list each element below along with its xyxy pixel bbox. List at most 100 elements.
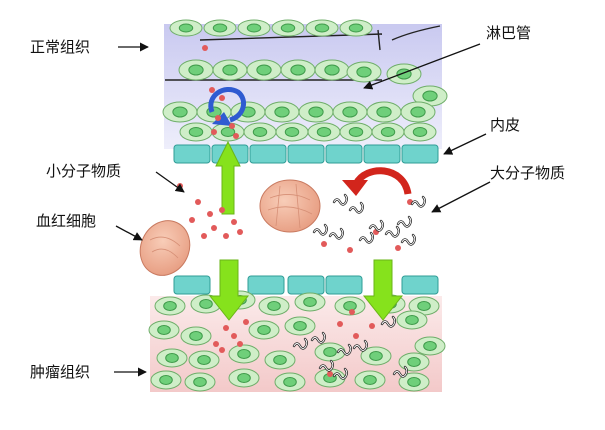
tumor-cell bbox=[294, 292, 326, 312]
tumor-cell bbox=[156, 348, 188, 368]
small-molecule-dot bbox=[215, 115, 221, 121]
tumor-cell bbox=[396, 310, 428, 330]
small-molecule-dot bbox=[321, 241, 327, 247]
normal-cell bbox=[339, 122, 373, 142]
endothelial-cell bbox=[401, 275, 439, 295]
normal-cell bbox=[203, 19, 237, 37]
tumor-cell bbox=[354, 370, 386, 390]
endothelium-label: 内皮 bbox=[490, 116, 520, 134]
green-down-arrow-small-icon bbox=[208, 259, 250, 321]
endothelial-cell bbox=[287, 144, 325, 164]
green-up-arrow-icon bbox=[215, 140, 241, 215]
small-molecule-label: 小分子物质 bbox=[46, 162, 121, 180]
normal-cell bbox=[246, 59, 282, 81]
small-molecule-dot bbox=[189, 217, 195, 223]
large-molecule-highlight bbox=[313, 224, 328, 235]
normal-tissue-cells bbox=[162, 19, 448, 142]
small-molecule-dot bbox=[223, 233, 229, 239]
normal-cell bbox=[332, 101, 368, 123]
small-molecule-dot bbox=[327, 371, 333, 377]
endothelial-cell bbox=[325, 144, 363, 164]
tumor-cell bbox=[274, 372, 306, 392]
small-molecule-dot bbox=[395, 245, 401, 251]
large-molecule-highlight bbox=[397, 216, 412, 227]
tumor-cell bbox=[184, 372, 216, 392]
tumor-cell bbox=[284, 316, 316, 336]
normal-cell bbox=[412, 85, 448, 107]
small-molecule-dot bbox=[219, 95, 225, 101]
red-blood-cell-label: 血红细胞 bbox=[36, 212, 96, 230]
small-molecule-dot bbox=[223, 325, 229, 331]
tumor-cell bbox=[188, 350, 220, 370]
tumor-cell bbox=[360, 346, 392, 366]
small-molecule-dot bbox=[231, 219, 237, 225]
small-molecule-dot bbox=[201, 233, 207, 239]
large-molecule-highlight bbox=[337, 344, 352, 355]
endothelium-layer-bottom bbox=[173, 275, 439, 295]
large-molecule-highlight bbox=[329, 228, 344, 239]
tumor-cell bbox=[414, 336, 446, 356]
tumor-cell bbox=[398, 372, 430, 392]
endothelium-layer-top bbox=[173, 144, 439, 164]
small-molecule-dot bbox=[233, 133, 239, 139]
endothelial-cell bbox=[287, 275, 325, 295]
normal-tissue-label: 正常组织 bbox=[30, 38, 90, 56]
large-molecule-highlight bbox=[293, 338, 308, 349]
large-molecule-highlight bbox=[393, 366, 408, 377]
normal-cell bbox=[298, 101, 334, 123]
large-molecule-highlight bbox=[359, 232, 374, 243]
tumor-cell bbox=[180, 326, 212, 346]
small-molecule-dot bbox=[243, 319, 249, 325]
small-molecule-dot bbox=[219, 347, 225, 353]
tumor-cell bbox=[408, 296, 440, 316]
large-molecule-highlight bbox=[353, 340, 368, 351]
large-molecule-highlight bbox=[333, 368, 348, 379]
green-down-arrow-large-icon bbox=[362, 259, 404, 321]
small-molecule-dot bbox=[219, 207, 225, 213]
tumor-cell bbox=[148, 320, 180, 340]
tumor-cell bbox=[154, 296, 186, 316]
normal-cell bbox=[386, 63, 422, 85]
red-blood-cell-left bbox=[139, 220, 191, 276]
large-molecule-highlight bbox=[349, 202, 364, 213]
endothelial-cell bbox=[363, 144, 401, 164]
red-curved-arrow-icon bbox=[342, 167, 412, 196]
tumor-cell bbox=[314, 342, 346, 362]
normal-cell bbox=[271, 19, 305, 37]
tumor-cell bbox=[248, 320, 280, 340]
endothelial-cell bbox=[173, 144, 211, 164]
normal-cell bbox=[179, 122, 213, 142]
small-molecule-dot bbox=[211, 129, 217, 135]
normal-cell bbox=[275, 122, 309, 142]
normal-cell bbox=[400, 101, 436, 123]
normal-cell bbox=[169, 19, 203, 37]
large-molecules bbox=[292, 193, 426, 380]
small-molecule-dot bbox=[211, 225, 217, 231]
large-molecule-highlight bbox=[311, 332, 326, 343]
tumor-cell bbox=[264, 350, 296, 370]
lymph-vessel-label: 淋巴管 bbox=[486, 24, 531, 42]
small-molecule-dot bbox=[237, 229, 243, 235]
normal-cell bbox=[305, 19, 339, 37]
normal-cell bbox=[307, 122, 341, 142]
tumor-cell bbox=[258, 296, 290, 316]
normal-cell bbox=[237, 19, 271, 37]
endothelial-cell bbox=[173, 275, 211, 295]
small-molecule-dot bbox=[347, 247, 353, 253]
endothelial-cell bbox=[401, 144, 439, 164]
large-molecule-highlight bbox=[369, 220, 384, 231]
small-molecule-dot bbox=[353, 333, 359, 339]
small-molecule-dot bbox=[213, 341, 219, 347]
large-molecule-label: 大分子物质 bbox=[490, 164, 565, 182]
small-molecule-dot bbox=[349, 309, 355, 315]
small-molecule-dot bbox=[202, 45, 208, 51]
endothelial-cell bbox=[247, 275, 285, 295]
red-blood-cell-center bbox=[259, 179, 321, 233]
tumor-cell bbox=[228, 344, 260, 364]
small-molecule-dot bbox=[209, 87, 215, 93]
large-molecule-highlight bbox=[319, 360, 334, 371]
normal-cell bbox=[178, 59, 214, 81]
small-molecule-dot bbox=[237, 341, 243, 347]
normal-cell bbox=[403, 122, 437, 142]
